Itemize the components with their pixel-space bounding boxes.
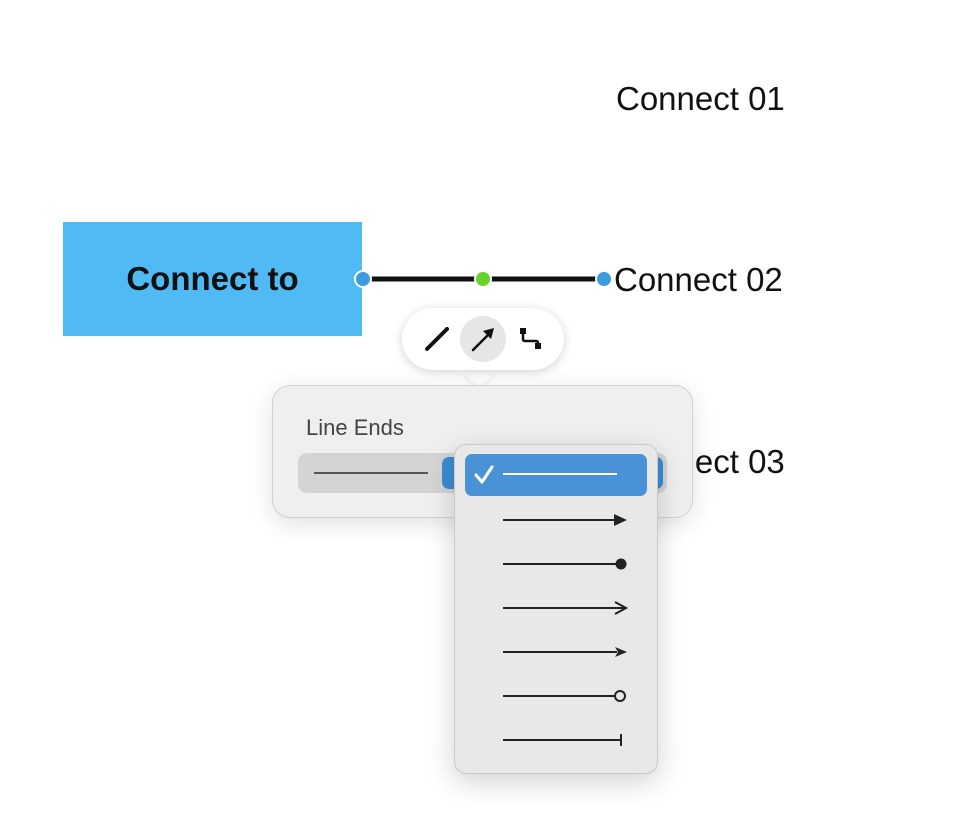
elbow-connector-icon — [520, 328, 541, 349]
straight-line-button[interactable] — [414, 316, 460, 362]
line-end-filled-circle-icon — [503, 558, 627, 570]
line-end-option-open-arrow[interactable] — [465, 587, 647, 629]
label-connect-01[interactable]: Connect 01 — [616, 80, 785, 117]
connector-end-handle — [595, 270, 613, 288]
line-ends-title: Line Ends — [306, 415, 404, 440]
line-end-filled-arrow-icon — [503, 514, 627, 526]
line-end-option-filled-arrow[interactable] — [465, 499, 647, 541]
straight-line-icon — [425, 327, 449, 351]
checkmark-icon — [474, 465, 494, 484]
line-end-open-arrow-icon — [503, 601, 629, 615]
line-end-option-filled-circle[interactable] — [465, 543, 647, 585]
elbow-connector-button[interactable] — [508, 316, 554, 362]
line-start-style-button[interactable] — [314, 472, 428, 474]
line-end-none-icon — [474, 465, 617, 484]
label-connect-02[interactable]: Connect 02 — [614, 261, 783, 298]
line-end-bar-icon — [503, 734, 622, 746]
line-end-option-bar[interactable] — [465, 719, 647, 761]
line-end-option-none[interactable] — [465, 454, 647, 496]
connector-midpoint-handle — [474, 270, 492, 288]
line-end-arrow-icon — [503, 647, 627, 657]
arrow-line-button[interactable] — [460, 316, 506, 362]
line-end-option-arrow[interactable] — [465, 631, 647, 673]
line-end-open-circle-icon — [503, 690, 626, 702]
connect-to-shape[interactable]: Connect to — [63, 222, 362, 336]
line-end-menu — [454, 444, 658, 774]
shape-text: Connect to — [126, 260, 299, 297]
line-end-option-open-circle[interactable] — [465, 675, 647, 717]
arrow-line-icon — [471, 328, 494, 352]
line-style-toolbar — [402, 308, 564, 370]
